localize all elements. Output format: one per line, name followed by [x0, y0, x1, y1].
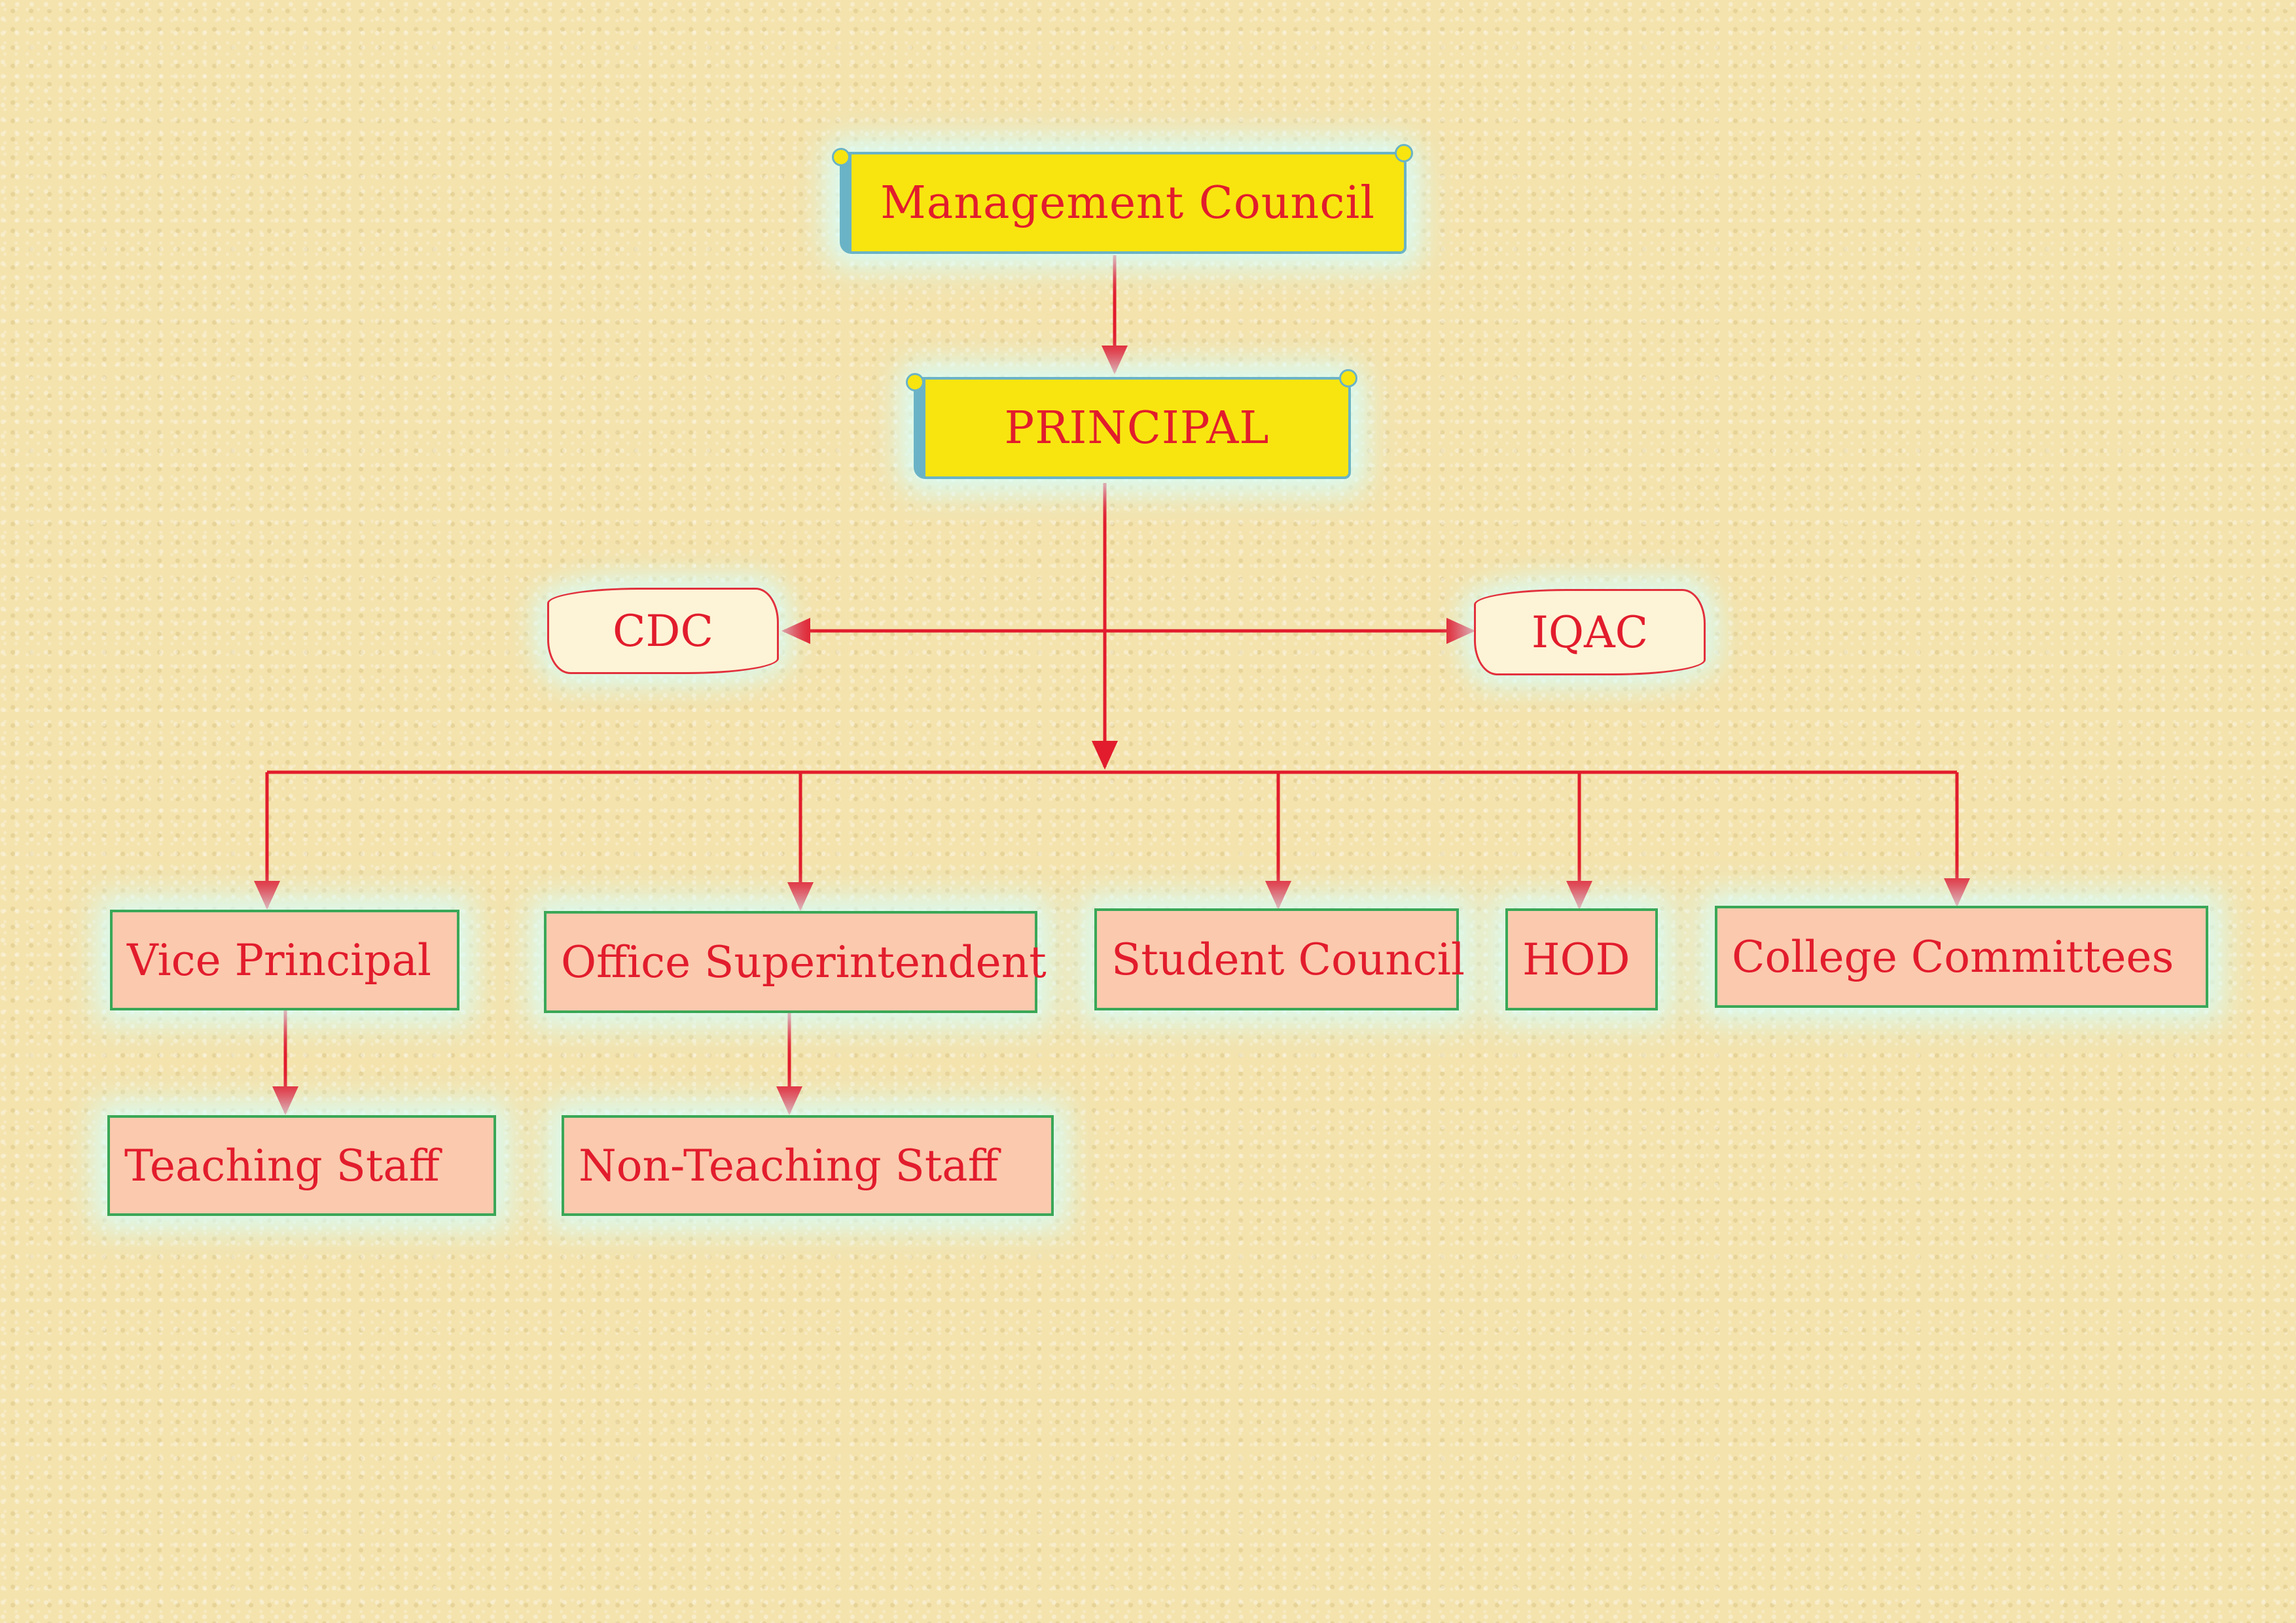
college-committees-node: College Committees [1715, 906, 2208, 1008]
teaching-staff-label: Teaching Staff [124, 1140, 440, 1191]
non-teaching-staff-node: Non-Teaching Staff [562, 1115, 1054, 1216]
iqac-label: IQAC [1531, 607, 1649, 658]
hod-node: HOD [1505, 908, 1658, 1010]
office-superintendent-node: Office Superintendent [544, 911, 1047, 1013]
student-council-label: Student Council [1111, 934, 1465, 985]
office-superintendent-label: Office Superintendent [561, 936, 1047, 988]
principal-node: PRINCIPAL [906, 369, 1357, 479]
vice-principal-label: Vice Principal [127, 935, 431, 986]
iqac-node: IQAC [1474, 589, 1706, 675]
vice-principal-node: Vice Principal [110, 910, 459, 1010]
hod-label: HOD [1522, 934, 1630, 985]
management-council-node: Management Council [832, 144, 1413, 254]
college-committees-label: College Committees [1732, 931, 2174, 982]
non-teaching-staff-label: Non-Teaching Staff [579, 1140, 999, 1191]
teaching-staff-node: Teaching Staff [107, 1115, 496, 1216]
principal-label: PRINCIPAL [1004, 402, 1270, 454]
management-council-label: Management Council [880, 177, 1375, 229]
student-council-node: Student Council [1094, 908, 1465, 1010]
cdc-node: CDC [547, 588, 779, 674]
cdc-label: CDC [613, 605, 713, 656]
